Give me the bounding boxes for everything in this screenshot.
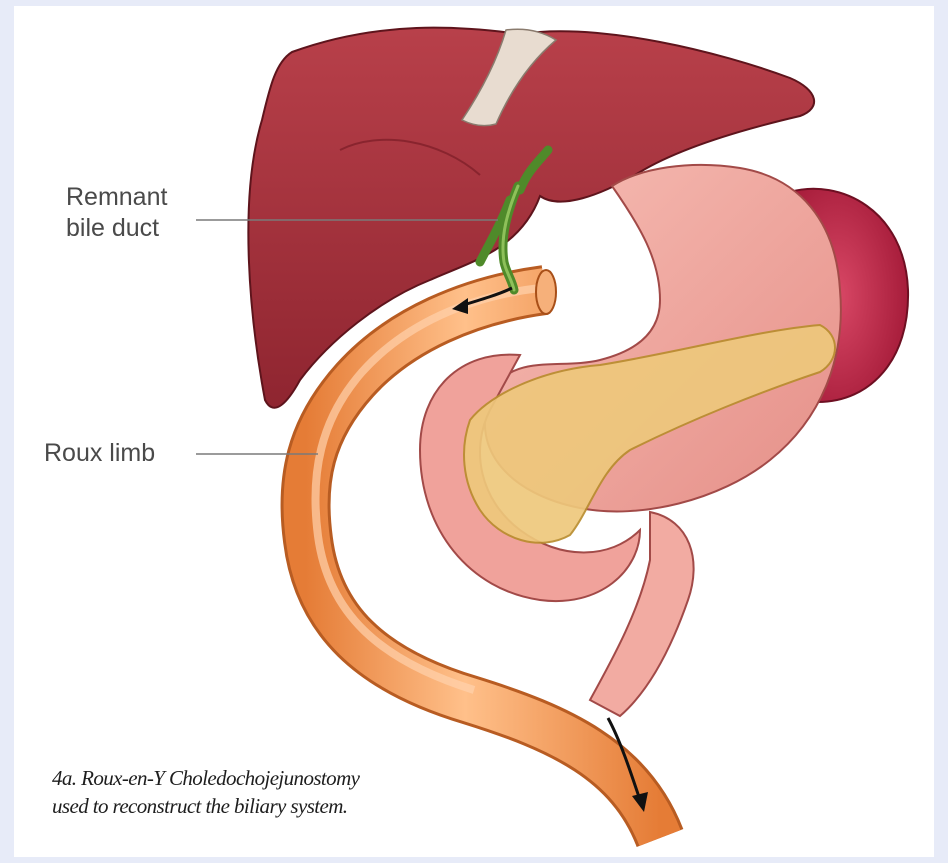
caption-line-2: used to reconstruct the biliary system.: [52, 792, 522, 820]
jejunum: [590, 512, 694, 716]
label-remnant-bile-duct: Remnant bile duct: [66, 182, 167, 244]
figure-caption: 4a. Roux-en-Y Choledochojejunostomy used…: [52, 764, 522, 820]
label-roux-limb: Roux limb: [44, 438, 155, 469]
roux-limb-end: [536, 270, 556, 314]
caption-line-1: 4a. Roux-en-Y Choledochojejunostomy: [52, 764, 522, 792]
